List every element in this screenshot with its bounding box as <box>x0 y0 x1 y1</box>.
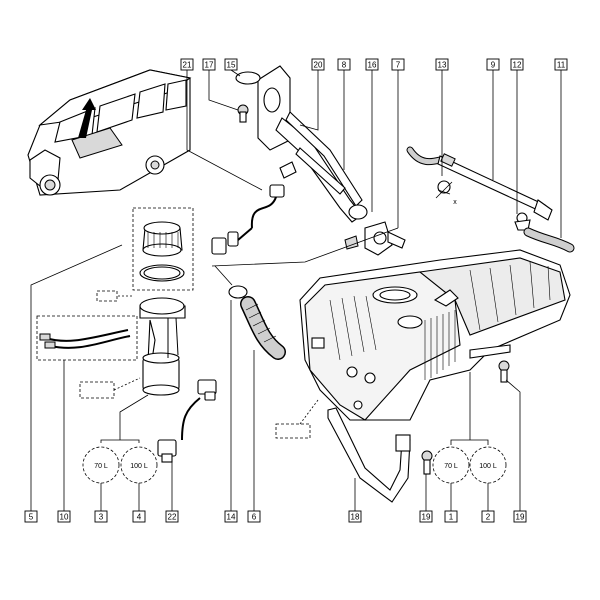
fuel-sender-unit <box>96 207 194 396</box>
wiring-harness-21 <box>211 184 285 255</box>
ref-box-tank <box>275 423 311 439</box>
variant-circle <box>120 446 158 484</box>
callout-label: 16 <box>368 61 377 70</box>
seal-ring <box>235 71 261 85</box>
vent-pipe-assembly <box>406 146 575 253</box>
leader <box>113 377 141 391</box>
bolt-19-left <box>421 450 433 475</box>
callout-label: 18 <box>351 513 360 522</box>
filler-neck-assembly <box>257 65 406 256</box>
variant-circle <box>432 446 470 484</box>
tank-strap <box>327 407 411 503</box>
axis-marker: x <box>453 199 457 206</box>
callout-label: 1 <box>449 513 454 522</box>
screw <box>237 104 249 123</box>
variant-label: 70 L <box>444 463 458 470</box>
callout-label: 7 <box>396 61 401 70</box>
filler-hose <box>228 285 286 360</box>
callout-label: 19 <box>422 513 431 522</box>
callout-boxes-bottom: 5 10 3 4 22 14 6 18 19 1 2 19 <box>24 510 527 523</box>
callout-label: 3 <box>99 513 104 522</box>
callout-label: 6 <box>252 513 257 522</box>
variant-label: 70 L <box>94 463 108 470</box>
variant-label: 100 L <box>130 463 148 470</box>
callout-boxes-top: 21 17 15 20 8 16 7 13 9 12 11 <box>180 58 568 71</box>
callout-label: 17 <box>205 61 214 70</box>
callout-label: 5 <box>29 513 34 522</box>
callout-label: 11 <box>557 61 566 70</box>
callout-label: 19 <box>516 513 525 522</box>
bolt <box>344 235 359 250</box>
callout-label: 8 <box>342 61 347 70</box>
arrow-up-icon <box>78 98 96 138</box>
wiring-harness-22 <box>157 379 217 463</box>
clip <box>279 161 297 179</box>
ref-box <box>79 381 115 399</box>
fuel-tank <box>299 249 571 421</box>
sender-pipes <box>36 315 138 361</box>
callout-label: 22 <box>168 513 177 522</box>
variant-label: 100 L <box>479 463 497 470</box>
callout-label: 10 <box>60 513 69 522</box>
variant-circle <box>82 446 120 484</box>
callout-label: 4 <box>137 513 142 522</box>
callout-label: 13 <box>438 61 447 70</box>
bolt-19-right <box>498 360 510 383</box>
variant-circle <box>469 446 507 484</box>
callout-label: 2 <box>486 513 491 522</box>
leader-lines <box>30 69 562 511</box>
van-illustration <box>27 69 192 196</box>
callout-label: 9 <box>491 61 496 70</box>
variant-circles: 70 L 100 L 70 L 100 L <box>82 446 507 484</box>
callout-label: 12 <box>513 61 522 70</box>
callout-label: 14 <box>227 513 236 522</box>
callout-label: 15 <box>227 61 236 70</box>
leader <box>299 399 319 425</box>
callout-label: 20 <box>314 61 323 70</box>
callout-label: 21 <box>183 61 192 70</box>
